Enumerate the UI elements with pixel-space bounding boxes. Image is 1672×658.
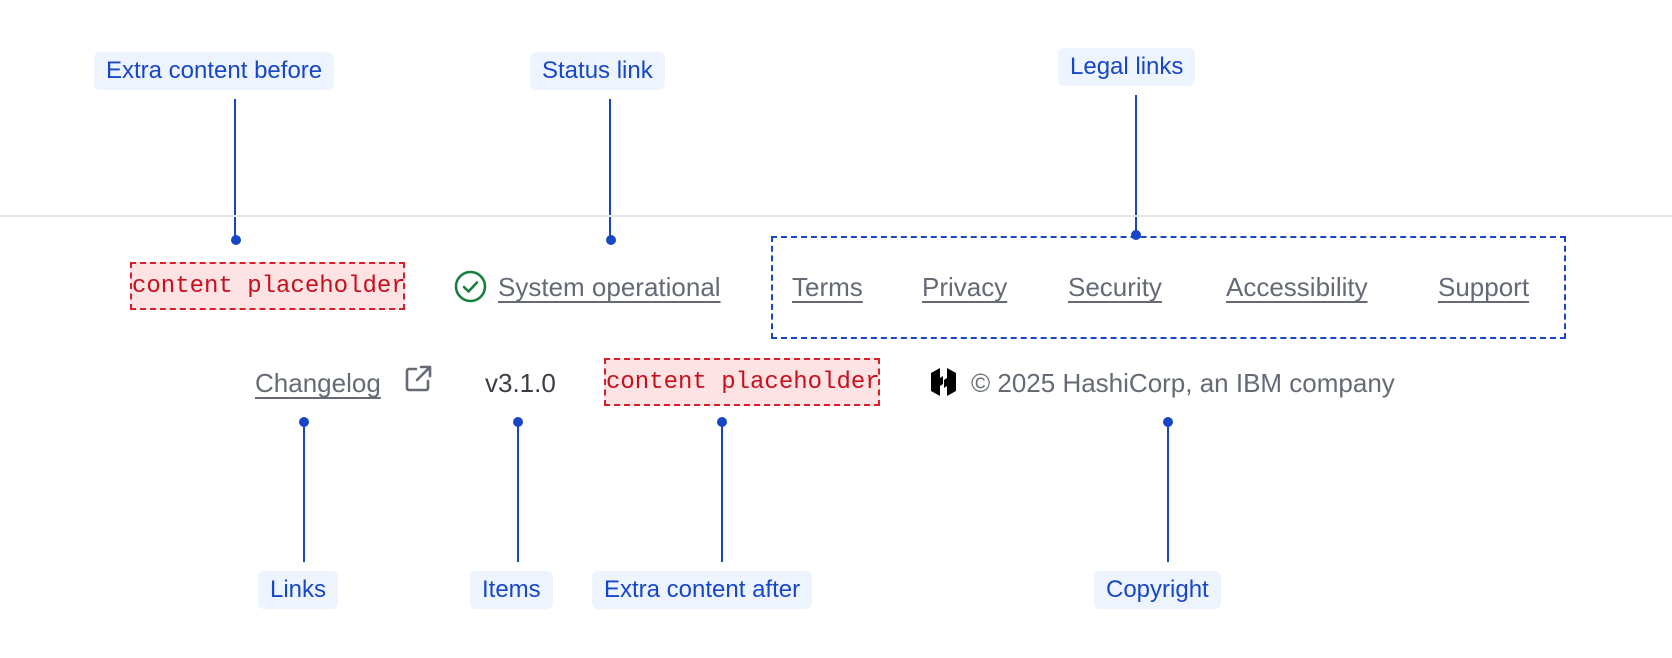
- legal-link-accessibility[interactable]: Accessibility: [1226, 272, 1368, 302]
- annotation-line: [1167, 422, 1169, 562]
- annotation-line: [609, 99, 611, 239]
- status-link[interactable]: System operational: [498, 272, 721, 302]
- annotation-line: [234, 99, 236, 239]
- copyright-text: © 2025 HashiCorp, an IBM company: [971, 368, 1395, 398]
- legal-links-group: [771, 236, 1566, 339]
- legal-link-privacy[interactable]: Privacy: [922, 272, 1008, 302]
- annotation-line: [303, 422, 305, 562]
- annotation-dot: [1131, 230, 1141, 240]
- annotation-status-link: Status link: [530, 52, 665, 90]
- extra-content-after-placeholder: content placeholder: [604, 358, 880, 406]
- annotation-dot: [606, 235, 616, 245]
- changelog-link[interactable]: Changelog: [255, 368, 381, 398]
- footer-divider: [0, 215, 1672, 217]
- annotation-legal-links: Legal links: [1058, 48, 1196, 86]
- annotation-dot: [231, 235, 241, 245]
- annotation-line: [517, 422, 519, 562]
- hashicorp-logo-icon: [929, 367, 958, 402]
- legal-link-terms[interactable]: Terms: [792, 272, 863, 302]
- annotation-items: Items: [470, 571, 553, 609]
- annotation-copyright: Copyright: [1094, 571, 1221, 609]
- annotation-line: [1135, 95, 1137, 235]
- annotation-line: [721, 422, 723, 562]
- external-link-icon: [403, 364, 433, 399]
- legal-link-support[interactable]: Support: [1438, 272, 1530, 302]
- extra-content-before-placeholder: content placeholder: [130, 262, 406, 310]
- check-circle-icon: [454, 270, 487, 308]
- annotation-links: Links: [258, 571, 339, 609]
- annotation-extra-content-after: Extra content after: [592, 571, 813, 609]
- version-item: v3.1.0: [485, 368, 556, 398]
- annotation-extra-content-before: Extra content before: [94, 52, 335, 90]
- legal-link-security[interactable]: Security: [1068, 272, 1162, 302]
